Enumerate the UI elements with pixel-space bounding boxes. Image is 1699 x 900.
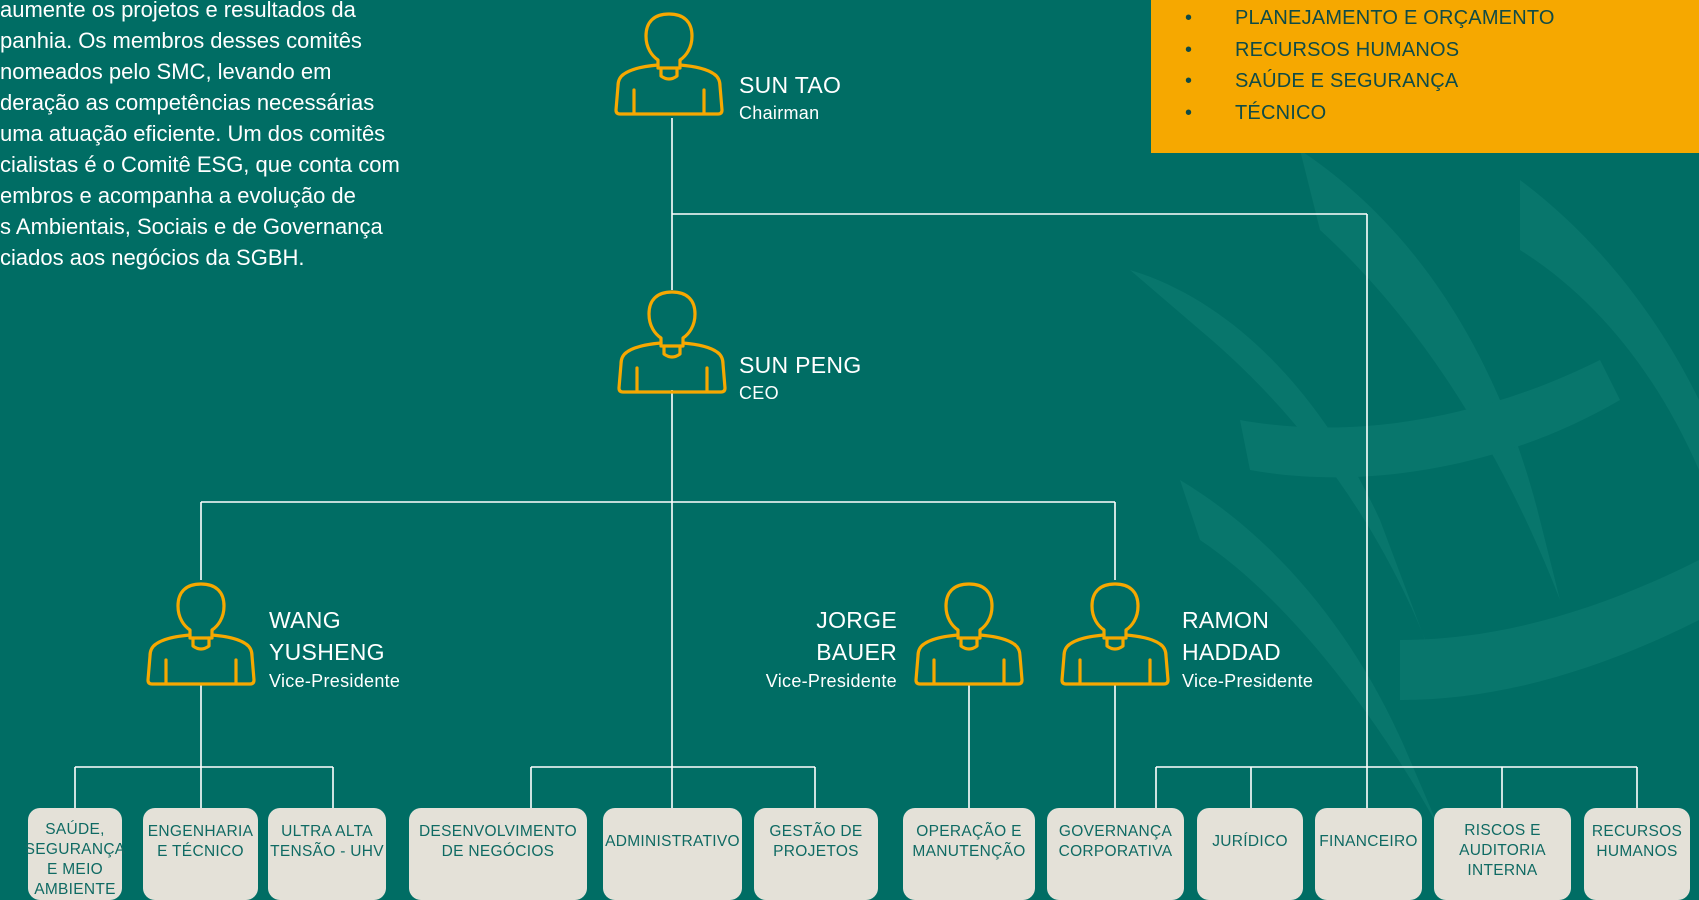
intro-line: embros e acompanha a evolução de [0, 183, 356, 208]
chairman-role: Chairman [739, 103, 820, 123]
intro-line: s Ambientais, Sociais e de Governança [0, 214, 383, 239]
vp-jorge-role: Vice-Presidente [765, 671, 897, 691]
vp-jorge-name-line2: BAUER [816, 639, 897, 665]
intro-line: uma atuação eficiente. Um dos comitês [0, 121, 386, 146]
intro-line: panhia. Os membros desses comitês [0, 28, 362, 53]
dept-box-operacao-manutencao: OPERAÇÃO E MANUTENÇÃO [903, 808, 1035, 900]
person-icon [146, 580, 256, 686]
committee-item: •TÉCNICO [1185, 98, 1555, 130]
bullet-icon: • [1185, 38, 1193, 61]
dept-box-gestao-projetos: GESTÃO DE PROJETOS [754, 808, 878, 900]
dept-box-desenvolvimento-negocios: DESENVOLVIMENTO DE NEGÓCIOS [409, 808, 587, 900]
person-icon [614, 10, 724, 116]
committee-item: •SAÚDE E SEGURANÇA [1185, 66, 1555, 98]
bullet-icon: • [1185, 101, 1193, 124]
person-icon [617, 288, 727, 394]
dept-box-recursos-humanos: RECURSOS HUMANOS [1584, 808, 1690, 900]
dept-box-governanca-corporativa: GOVERNANÇA CORPORATIVA [1047, 808, 1184, 900]
vp-ramon-name-line2: HADDAD [1182, 639, 1281, 665]
intro-line: cialistas é o Comitê ESG, que conta com [0, 152, 400, 177]
chairman-name: SUN TAO [739, 72, 842, 98]
dept-box-juridico: JURÍDICO [1197, 808, 1303, 900]
vp-wang-name-line1: WANG [269, 607, 341, 633]
vp-ramon-name-line1: RAMON [1182, 607, 1270, 633]
ceo-name: SUN PENG [739, 352, 862, 378]
ceo-role: CEO [739, 383, 779, 403]
dept-box-administrativo: ADMINISTRATIVO [603, 808, 742, 900]
intro-line: nomeados pelo SMC, levando em [0, 59, 332, 84]
dept-box-financeiro: FINANCEIRO [1315, 808, 1422, 900]
vp-wang-name-line2: YUSHENG [269, 639, 385, 665]
committees-list: •PLANEJAMENTO E ORÇAMENTO •RECURSOS HUMA… [1185, 3, 1555, 129]
vp-jorge-name-line1: JORGE [816, 607, 897, 633]
vp-wang-role: Vice-Presidente [269, 671, 401, 691]
dept-box-saude-seguranca-meio-ambiente: SAÚDE, SEGURANÇA E MEIO AMBIENTE [25, 808, 125, 900]
bullet-icon: • [1185, 70, 1193, 92]
committee-item: •RECURSOS HUMANOS [1185, 35, 1555, 67]
dept-box-ultra-alta-tensao: ULTRA ALTA TENSÃO - UHV [268, 808, 386, 900]
dept-box-riscos-auditoria-interna: RISCOS E AUDITORIA INTERNA [1434, 808, 1571, 900]
person-icon [914, 580, 1024, 686]
vp-ramon-role: Vice-Presidente [1182, 671, 1314, 691]
intro-line: aumente os projetos e resultados da [0, 0, 356, 22]
dept-box-engenharia-tecnico: ENGENHARIA E TÉCNICO [143, 808, 258, 900]
person-icon [1060, 580, 1170, 686]
committee-item: •PLANEJAMENTO E ORÇAMENTO [1185, 3, 1555, 35]
bullet-icon: • [1185, 7, 1193, 29]
intro-line: deração as competências necessárias [0, 90, 375, 115]
committees-panel: •PLANEJAMENTO E ORÇAMENTO •RECURSOS HUMA… [1151, 0, 1699, 153]
intro-text: aumente os projetos e resultados da panh… [0, 0, 480, 273]
intro-line: ciados aos negócios da SGBH. [0, 245, 305, 270]
